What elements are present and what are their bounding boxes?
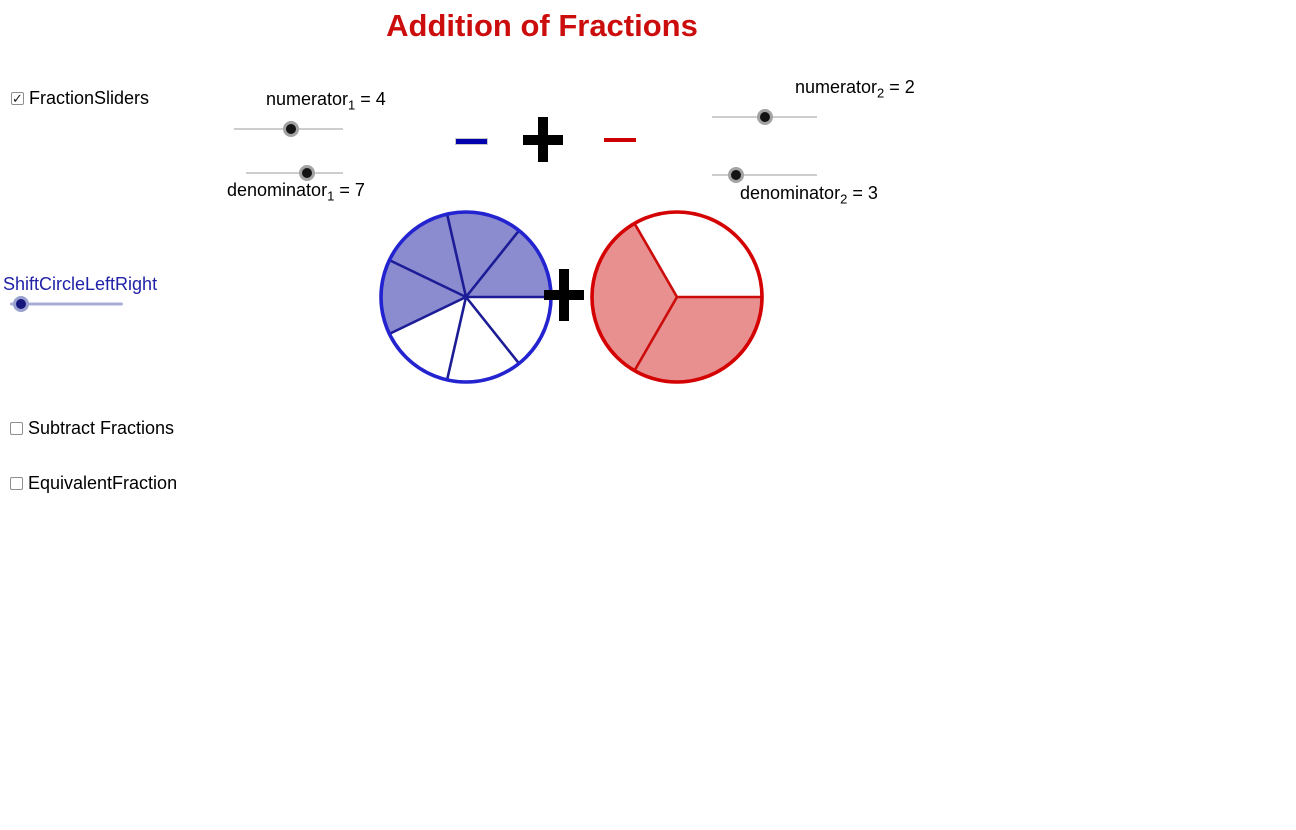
fraction-sliders-label: FractionSliders bbox=[29, 87, 150, 108]
numerator2-name: numerator bbox=[795, 77, 878, 97]
subtract-fractions-checkbox-box[interactable] bbox=[10, 421, 23, 435]
subtract-fractions-label: Subtract Fractions bbox=[28, 417, 175, 438]
numerator2-slider-knob[interactable] bbox=[756, 108, 773, 125]
denominator2-slider[interactable] bbox=[712, 166, 817, 183]
numerator1-name: numerator bbox=[266, 89, 349, 109]
fraction1-bar bbox=[455, 138, 488, 145]
checkmark-icon: ✓ bbox=[12, 90, 23, 106]
numerator1-value: = 4 bbox=[355, 89, 386, 109]
numerator1-slider[interactable] bbox=[234, 120, 343, 137]
denominator1-value-label: denominator1 = 7 bbox=[227, 180, 365, 204]
shift-circle-slider[interactable] bbox=[10, 295, 123, 312]
numerator2-value: = 2 bbox=[884, 77, 915, 97]
fraction2-pie-chart bbox=[590, 210, 764, 384]
denominator2-subscript: 2 bbox=[840, 191, 848, 207]
shift-circle-slider-track[interactable] bbox=[10, 302, 123, 305]
plus-horizontal-stroke bbox=[523, 134, 563, 145]
shift-circle-slider-knob[interactable] bbox=[13, 295, 30, 312]
numerator1-subscript: 1 bbox=[348, 97, 356, 113]
denominator1-subscript: 1 bbox=[327, 188, 335, 204]
numerator2-value-label: numerator2 = 2 bbox=[795, 77, 915, 101]
fraction1-pie-chart bbox=[379, 210, 553, 384]
denominator2-slider-knob[interactable] bbox=[728, 166, 745, 183]
checkbox-subtract-fractions[interactable]: Subtract Fractions bbox=[10, 417, 175, 438]
shift-circle-slider-label: ShiftCircleLeftRight bbox=[3, 274, 158, 294]
denominator2-name: denominator bbox=[740, 183, 841, 203]
numerator1-value-label: numerator1 = 4 bbox=[266, 89, 386, 113]
plus-operator-icon bbox=[544, 269, 584, 321]
denominator1-slider[interactable] bbox=[246, 164, 343, 181]
fraction-sliders-checkbox-box[interactable]: ✓ bbox=[11, 90, 24, 106]
denominator1-slider-track[interactable] bbox=[246, 172, 343, 173]
numerator2-slider[interactable] bbox=[712, 108, 817, 125]
denominator1-slider-knob[interactable] bbox=[299, 164, 316, 181]
denominator1-name: denominator bbox=[227, 180, 328, 200]
numerator1-slider-knob[interactable] bbox=[282, 120, 299, 137]
equivalent-fraction-label: EquivalentFraction bbox=[28, 472, 178, 493]
plus-horizontal-stroke bbox=[544, 290, 584, 300]
equivalent-fraction-checkbox-box[interactable] bbox=[10, 476, 23, 490]
denominator2-slider-track[interactable] bbox=[712, 174, 817, 175]
page-title: Addition of Fractions bbox=[386, 8, 698, 43]
numerator2-subscript: 2 bbox=[877, 85, 885, 101]
plus-operator-icon bbox=[523, 117, 563, 162]
checkbox-fraction-sliders[interactable]: ✓ FractionSliders bbox=[11, 87, 150, 108]
denominator2-value-label: denominator2 = 3 bbox=[740, 183, 878, 207]
denominator1-value: = 7 bbox=[334, 180, 365, 200]
denominator2-value: = 3 bbox=[847, 183, 878, 203]
fraction2-bar bbox=[604, 138, 636, 142]
checkbox-equivalent-fraction[interactable]: EquivalentFraction bbox=[10, 472, 178, 493]
